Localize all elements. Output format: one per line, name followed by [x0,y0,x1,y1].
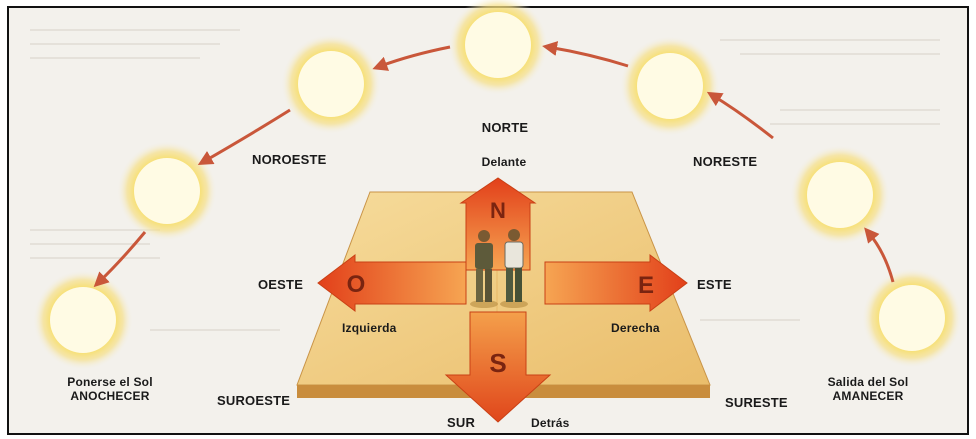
label-north: NORTE [481,120,529,135]
label-west: OESTE [258,277,304,292]
sun-northwest-icon [281,34,381,134]
label-right: Derecha [611,321,660,335]
sun-sunrise-icon [862,268,962,368]
arrow-south: S [444,311,552,423]
label-south: SUR [447,415,476,430]
sun-noon-icon [448,0,548,95]
sun-northeast-icon [620,36,720,136]
label-front: Delante [481,155,527,169]
arrow-west: O [317,253,467,313]
arrow-letter-e: E [638,272,654,299]
label-east: ESTE [697,277,732,292]
label-sunrise-line1: Salida del Sol [827,375,909,389]
label-sunrise: Salida del Sol AMANECER [828,375,909,403]
label-sunset-line1: Ponerse el Sol [67,375,153,389]
arrow-east: E [544,253,688,313]
label-sunset-line2: ANOCHECER [70,389,150,403]
sun-sunset-icon [33,270,133,370]
arrow-letter-s: S [489,348,506,378]
label-left: Izquierda [342,321,397,335]
person-left-icon [470,230,498,308]
label-sunrise-line2: AMANECER [832,389,904,403]
arrow-letter-n: N [490,198,506,223]
label-northeast: NORESTE [693,154,758,169]
sun-east-icon [790,145,890,245]
background-texture [30,29,940,331]
sun-path-arrows [93,41,895,288]
label-sunset: Ponerse el Sol ANOCHECER [67,375,153,403]
person-right-icon [500,229,528,308]
label-back: Detrás [531,416,570,430]
label-southwest: SUROESTE [217,393,291,408]
sun-west-icon [117,141,217,241]
label-southeast: SURESTE [725,395,788,410]
compass-platform [296,191,711,398]
arrow-letter-o: O [347,271,366,298]
label-northwest: NOROESTE [252,152,327,167]
